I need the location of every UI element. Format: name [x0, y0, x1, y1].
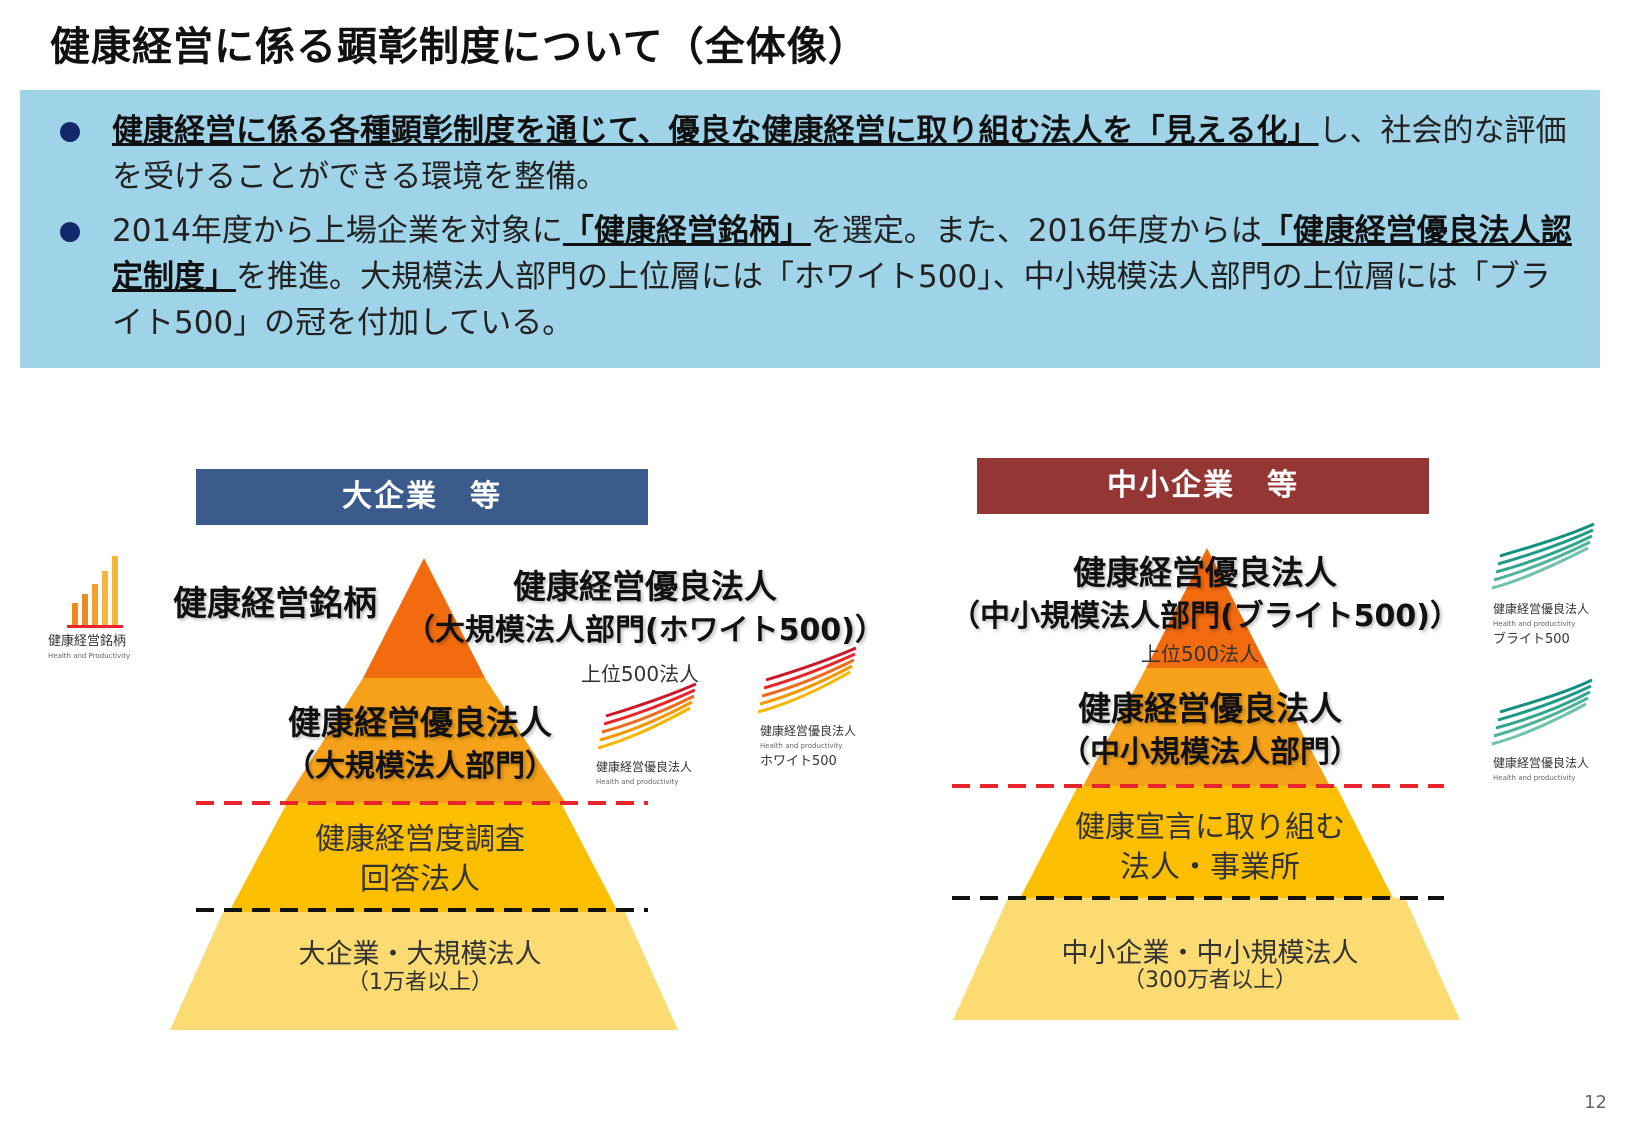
- summary-bullet-2: 2014年度から上場企業を対象に「健康経営銘柄」を選定。また、2016年度からは…: [112, 208, 1572, 346]
- bright500-logo-badge: ブライト500: [1493, 632, 1570, 647]
- yuryo-sme-logo-icon: [1491, 678, 1593, 746]
- white500-logo-icon: [757, 646, 857, 714]
- large-tier-yuryo: [284, 678, 566, 803]
- sme-tier-declare: [1020, 786, 1393, 898]
- sme-base-label-line1: 中小企業・中小規模法人: [1061, 938, 1359, 969]
- large-yuryo-label-line1: 健康経営優良法人: [288, 703, 552, 742]
- sme-tier-top: [1146, 548, 1268, 668]
- large-survey-label-line2: 回答法人: [360, 862, 480, 897]
- large-tier-survey: [229, 803, 618, 912]
- meigara-logo-title: 健康経営銘柄: [48, 634, 127, 649]
- bright500-logo-title: 健康経営優良法人: [1493, 602, 1590, 616]
- meigara-logo-caption: 健康経営銘柄 Health and Productivity: [48, 634, 130, 664]
- summary-box: 健康経営に係る各種顕彰制度を通じて、優良な健康経営に取り組む法人を「見える化」し…: [20, 90, 1600, 368]
- bright500-logo-sub: Health and productivity: [1493, 620, 1576, 628]
- bullet-dot: [60, 222, 80, 242]
- yuryo-sme-logo-sub: Health and productivity: [1493, 774, 1576, 782]
- large-tier-base: [170, 912, 678, 1030]
- bullet2-part3: を推進。大規模法人部門の上位層には「ホワイト500」、中小規模法人部門の上位層に…: [112, 259, 1551, 341]
- sme-base-label-line2: （300万者以上）: [1123, 968, 1297, 993]
- sme-tier-base: [953, 898, 1460, 1020]
- bullet1-emphasis: 健康経営に係る各種顕彰制度を通じて、優良な健康経営に取り組む法人を「見える化」: [112, 113, 1319, 149]
- large-yuryo-label-line2: （大規模法人部門）: [285, 749, 555, 784]
- meigara-logo-icon: [67, 556, 123, 628]
- large-base-label-line1: 大企業・大規模法人: [298, 939, 542, 970]
- sme-category-header: 中小企業 等: [977, 458, 1429, 514]
- large-base-label-line2: （1万者以上）: [347, 970, 493, 995]
- sme-yuryo-label-line2: （中小規模法人部門）: [1060, 735, 1360, 770]
- sme-yuryo-label-line1: 健康経営優良法人: [1078, 689, 1342, 728]
- white500-logo-title: 健康経営優良法人: [760, 724, 857, 738]
- sme-declare-label-line1: 健康宣言に取り組む: [1075, 810, 1345, 845]
- bright500-logo-icon: [1491, 522, 1595, 590]
- yuryo-large-logo-caption: 健康経営優良法人 Health and productivity: [596, 760, 692, 790]
- yuryo-sme-logo-caption: 健康経営優良法人 Health and productivity: [1493, 756, 1589, 786]
- large-tier-top: [363, 558, 485, 678]
- white500-logo-caption: 健康経営優良法人 Health and productivity ホワイト500: [760, 724, 856, 769]
- sme-top500-label: 上位500法人: [1140, 642, 1260, 666]
- meigara-logo-sub: Health and Productivity: [48, 652, 131, 660]
- summary-bullet-1: 健康経営に係る各種顕彰制度を通じて、優良な健康経営に取り組む法人を「見える化」し…: [112, 108, 1572, 200]
- yuryo-large-logo-icon: [597, 682, 697, 750]
- bright500-label-line1: 健康経営優良法人: [1073, 553, 1337, 592]
- sme-tier-yuryo: [1083, 668, 1330, 786]
- bullet2-part1: 2014年度から上場企業を対象に: [112, 213, 563, 249]
- yuryo-large-logo-sub: Health and productivity: [596, 778, 679, 786]
- white500-logo-badge: ホワイト500: [760, 754, 837, 769]
- white500-label-line2: （大規模法人部門(ホワイト500)）: [404, 613, 886, 648]
- large-survey-label-line1: 健康経営度調査: [315, 822, 525, 857]
- sme-declare-label-line2: 法人・事業所: [1120, 850, 1300, 885]
- bullet2-emphasis2: 「健康経営優良法人認定制度」: [112, 213, 1572, 295]
- yuryo-sme-logo-title: 健康経営優良法人: [1493, 756, 1590, 770]
- white500-label-line1: 健康経営優良法人: [513, 567, 777, 606]
- bright500-label-line2: （中小規模法人部門(ブライト500)）: [949, 599, 1461, 634]
- page-title: 健康経営に係る顕彰制度について（全体像）: [50, 24, 869, 70]
- meigara-label: 健康経営銘柄: [173, 584, 377, 624]
- bullet2-emphasis1: 「健康経営銘柄」: [562, 213, 811, 249]
- bullet2-part2: を選定。また、2016年度からは: [810, 213, 1262, 249]
- bullet1-rest: し、社会的な評価を受けることができる環境を整備。: [112, 113, 1567, 195]
- page-number: 12: [1584, 1092, 1607, 1113]
- yuryo-large-logo-title: 健康経営優良法人: [596, 760, 693, 774]
- bullet-dot: [60, 122, 80, 142]
- large-top500-label: 上位500法人: [580, 662, 700, 686]
- white500-logo-sub: Health and productivity: [760, 742, 843, 750]
- bright500-logo-caption: 健康経営優良法人 Health and productivity ブライト500: [1493, 602, 1589, 647]
- large-category-header: 大企業 等: [196, 469, 648, 525]
